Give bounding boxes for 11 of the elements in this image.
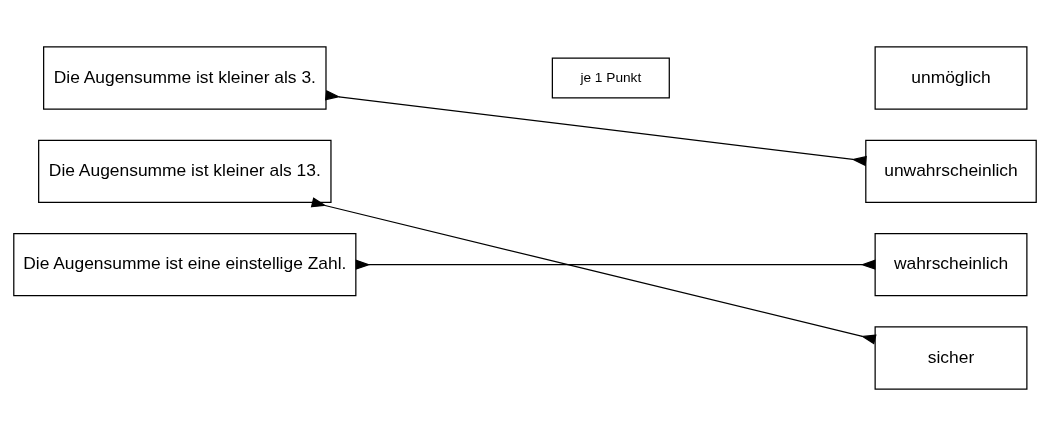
- node-box: wahrscheinlich: [874, 232, 1028, 297]
- node-box: Die Augensumme ist kleiner als 3.: [43, 46, 327, 110]
- node-box: unmöglich: [874, 46, 1028, 110]
- node-box: unwahrscheinlich: [865, 139, 1037, 204]
- node-box: Die Augensumme ist kleiner als 13.: [38, 139, 332, 204]
- connector: [355, 259, 876, 270]
- node-box: sicher: [874, 326, 1028, 390]
- node-box: je 1 Punkt: [551, 57, 670, 99]
- node-box: Die Augensumme ist eine einstellige Zahl.: [13, 232, 357, 297]
- connector: [325, 90, 867, 167]
- connector: [310, 197, 877, 345]
